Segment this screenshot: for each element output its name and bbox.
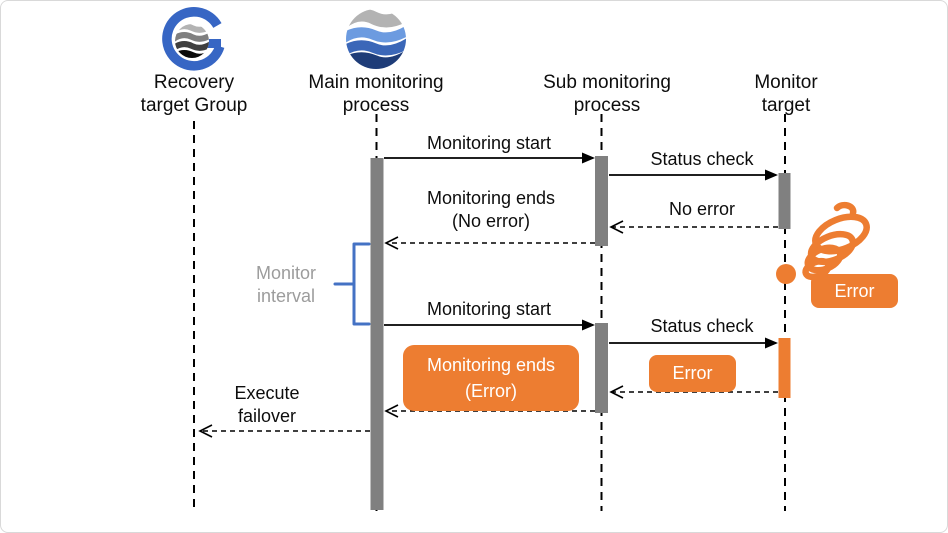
actor-label-line: target [761,95,811,116]
error-dot-icon [776,264,796,284]
monitor-interval-brace [333,242,371,326]
actor-label-line: Main monitoring [308,72,444,93]
message-label-execute-failover: Execute failover [234,382,299,428]
message-label-no-error: No error [668,199,736,219]
actor-label-line: Recovery [153,72,235,93]
actor-label-recovery-target-group: Recovery target Group [141,71,248,117]
message-label-monitoring-start-2: Monitoring start [426,299,552,319]
activation-sub-2 [595,323,608,413]
error-spring-icon [802,201,870,281]
actor-label-sub-monitoring-process: Sub monitoring process [543,71,671,117]
message-label-line: Monitoring ends [426,188,556,208]
activation-sub-1 [595,156,608,246]
recovery-group-logo-icon [162,7,225,71]
message-label-line: (No error) [451,211,531,231]
message-label-status-check-1: Status check [650,149,754,169]
error-return-badge: Error [649,355,736,392]
monitor-interval-line: interval [256,286,316,306]
monitoring-ends-error-badge: Monitoring ends (Error) [403,345,579,411]
message-label-line: failover [237,406,297,426]
message-label-line: Execute [234,383,300,403]
message-label-status-check-2: Status check [650,316,754,336]
actor-label-main-monitoring-process: Main monitoring process [308,71,443,117]
actor-label-line: process [573,95,641,116]
activation-main [370,158,384,510]
monitor-interval-label: Monitor interval [256,262,316,308]
actor-label-line: target Group [140,95,248,116]
message-label-monitoring-start-1: Monitoring start [426,133,552,153]
monitoring-waves-icon [346,9,406,69]
actor-label-line: Monitor [754,72,818,93]
activation-target-1 [778,173,791,229]
monitor-interval-line: Monitor [255,263,317,283]
actor-label-line: Sub monitoring [543,72,671,93]
badge-line: Monitoring ends [426,355,556,375]
actor-label-line: process [342,95,410,116]
error-event-badge: Error [811,274,898,308]
message-label-monitoring-ends-ok: Monitoring ends (No error) [427,187,555,233]
actor-label-monitor-target: Monitor target [754,71,817,117]
badge-line: (Error) [465,381,517,401]
activation-target-2-error [778,338,791,398]
